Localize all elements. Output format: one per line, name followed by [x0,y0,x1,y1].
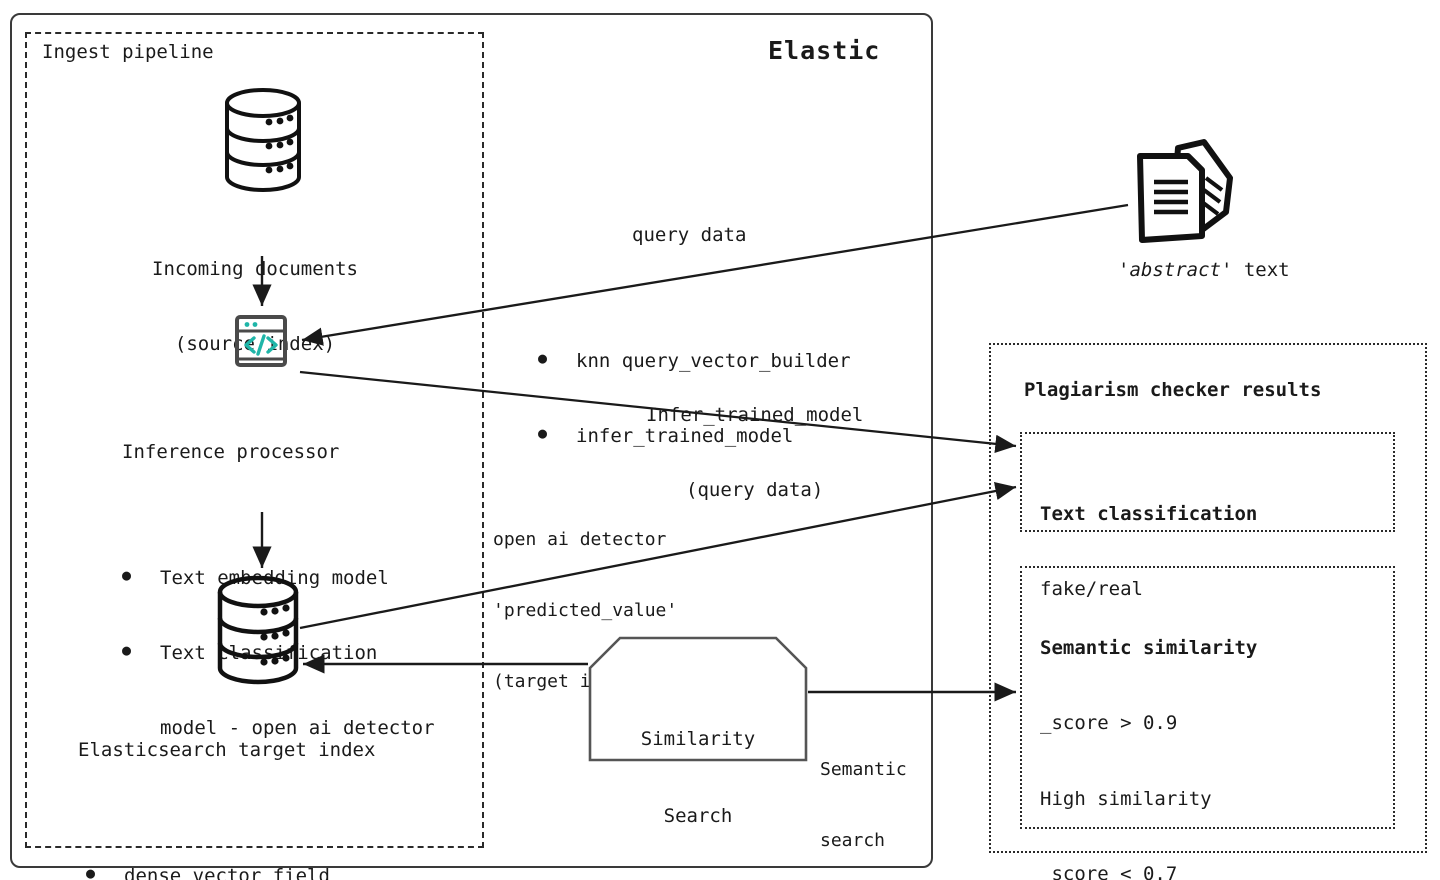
text-classification-heading: Text classification [1040,503,1258,526]
semantic-result-line1: Semantic [820,758,907,780]
database-cylinder-icon [217,575,299,685]
similarity-search-line1: Similarity [640,728,756,751]
abstract-quote-close: ' text [1220,259,1290,281]
ingest-pipeline-title: Ingest pipeline [42,41,214,63]
text-classification-result-box [1020,432,1395,532]
semantic-similarity-content: Semantic similarity _score > 0.9 High si… [1040,586,1257,880]
abstract-quote-open: ' [1118,259,1130,281]
openai-line1: open ai detector [493,528,667,550]
infer-trained-model-label: Infer_trained_model (query data) [646,353,863,554]
semantic-similarity-result-box [1020,566,1395,829]
target-index-title: Elasticsearch target index [78,739,376,762]
infer-line2: (query data) [686,479,824,502]
semantic-result-line2: search [820,829,886,851]
plagiarism-results-title: Plagiarism checker results [1024,379,1322,401]
list-item: knn query_vector_builder [538,349,850,374]
similarity-search-text: Similarity Search [588,676,808,880]
incoming-documents-line1: Incoming documents [152,258,358,281]
similarity-search-node[interactable]: Similarity Search [588,636,808,827]
semantic-similarity-line: _score < 0.7 [1040,862,1178,880]
openai-line2: 'predicted_value' [493,599,678,621]
semantic-search-result-label: Semantic search result, top k [820,710,907,880]
text-classification-value: fake/real [1040,578,1143,601]
page-title: Elastic [768,36,881,65]
database-cylinder-icon [224,88,302,192]
target-index-label: Elasticsearch target index dense_vector … [78,688,375,880]
text-classification-content: Text classification fake/real [1040,452,1257,653]
query-data-title: query data [632,224,747,247]
semantic-similarity-line: _score > 0.9 [1040,712,1178,735]
similarity-search-line2: Search [663,805,733,828]
abstract-italic: abstract [1129,259,1221,281]
inference-processor-title: Inference processor [122,441,340,464]
infer-line1: Infer_trained_model [646,404,864,427]
list-item-continuation: model - open ai detector [160,717,435,740]
incoming-documents-label: Incoming documents (source index) [100,207,410,408]
abstract-text-label: 'abstract' text [1118,258,1290,283]
semantic-similarity-line: High similarity [1040,787,1212,810]
code-window-icon [234,314,288,368]
documents-stack-icon [1130,139,1250,250]
target-index-bullets: dense_vector field ('abstract' vector) t… [86,813,375,880]
semantic-similarity-heading: Semantic similarity [1040,637,1258,660]
list-item: dense_vector field [86,864,375,880]
